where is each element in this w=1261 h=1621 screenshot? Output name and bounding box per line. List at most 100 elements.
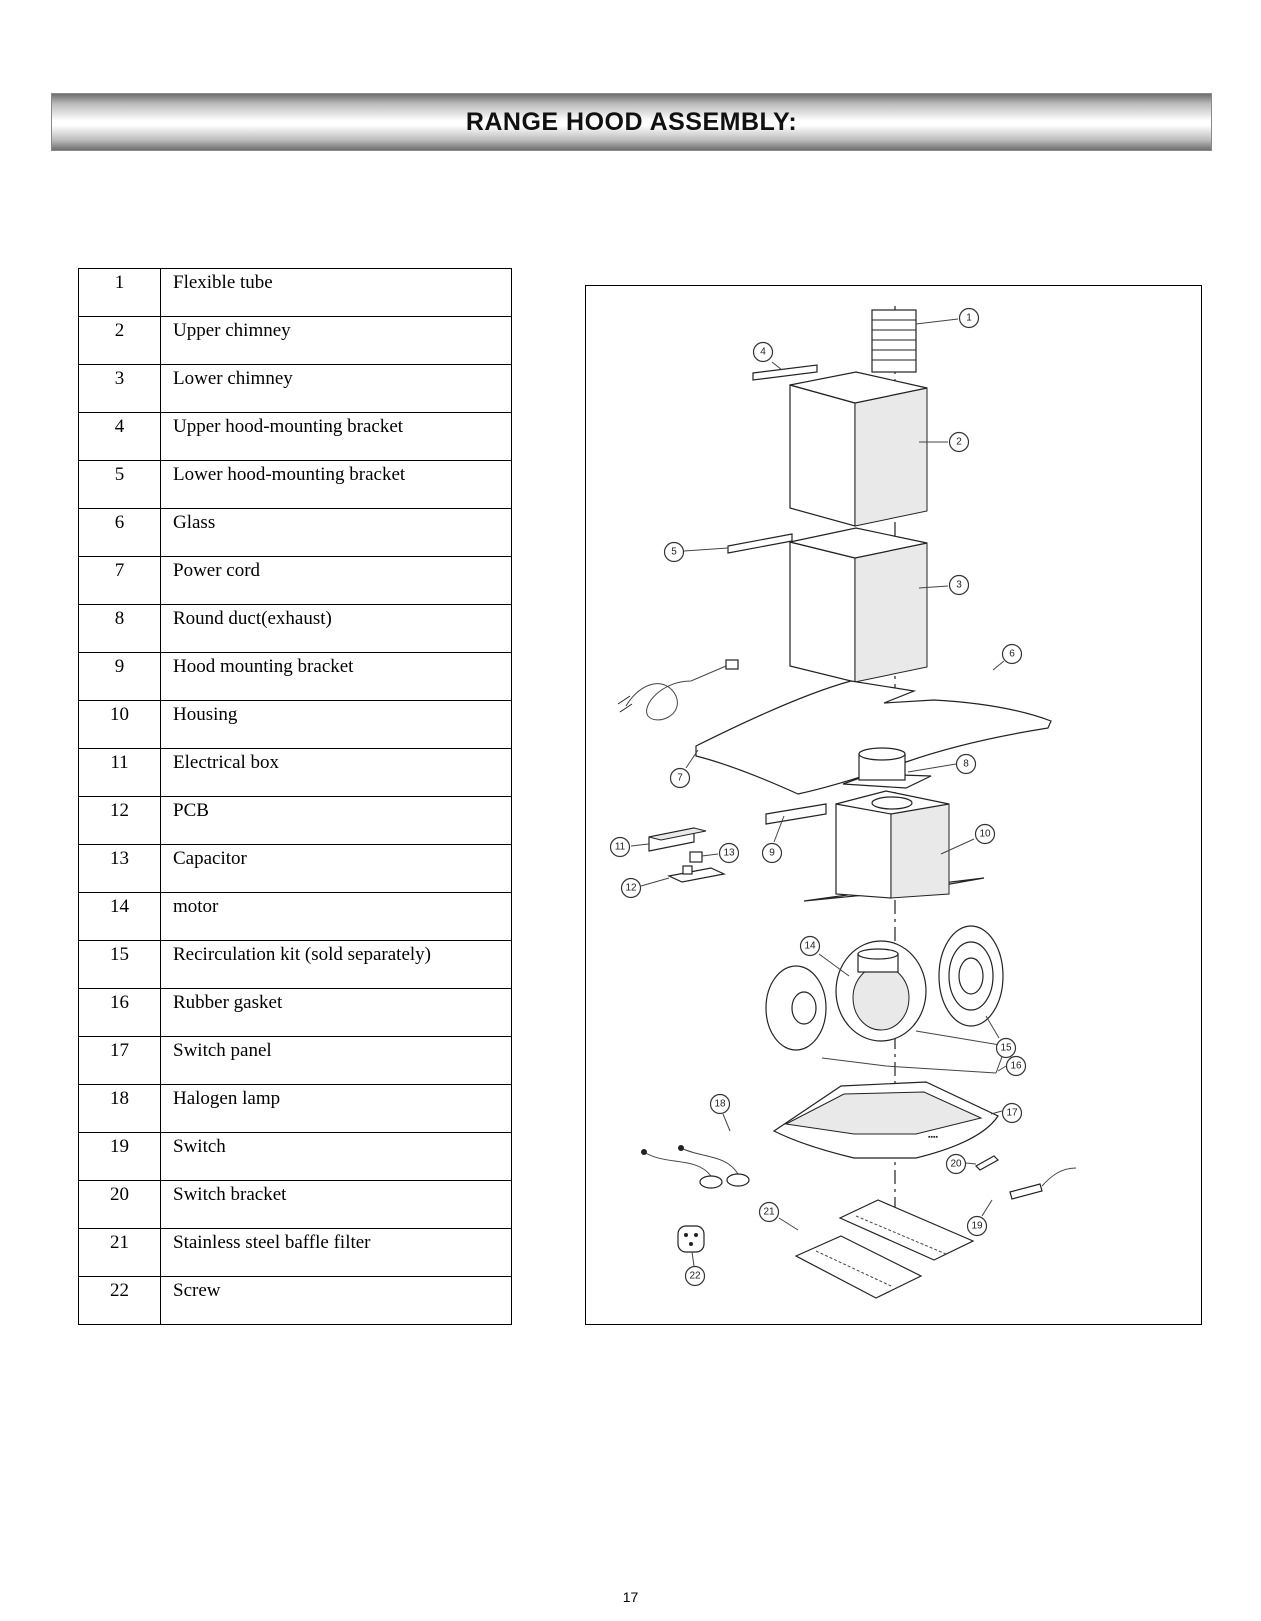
part-name: Glass	[160, 508, 512, 557]
part-number: 1	[78, 268, 161, 317]
part-number: 15	[78, 940, 161, 989]
pcb-drawing	[667, 865, 726, 883]
part-name: Round duct(exhaust)	[160, 604, 512, 653]
part-number: 17	[78, 1036, 161, 1085]
callout-label: 8	[963, 759, 969, 770]
halogen-lamp-drawing	[641, 1145, 750, 1189]
upper-chimney-drawing	[789, 371, 928, 527]
callout-8: 8	[955, 753, 977, 775]
part-name: PCB	[160, 796, 512, 845]
part-name: Flexible tube	[160, 268, 512, 317]
callout-19: 19	[966, 1215, 988, 1237]
part-name: Stainless steel baffle filter	[160, 1228, 512, 1277]
part-name: Electrical box	[160, 748, 512, 797]
callout-label: 20	[950, 1159, 962, 1170]
callout-label: 19	[971, 1221, 983, 1232]
callout-4: 4	[752, 341, 774, 363]
screw-drawing	[677, 1225, 705, 1253]
part-number: 11	[78, 748, 161, 797]
flexible-tube-drawing	[871, 309, 917, 373]
callout-15: 15	[995, 1037, 1017, 1059]
exploded-diagram-svg: ▪▪▪▪	[609, 306, 1077, 1299]
callout-20: 20	[945, 1153, 967, 1175]
part-number: 12	[78, 796, 161, 845]
part-name: Capacitor	[160, 844, 512, 893]
callout-label: 22	[689, 1271, 701, 1282]
part-name: Hood mounting bracket	[160, 652, 512, 701]
callout-6: 6	[1001, 643, 1023, 665]
housing-drawing	[803, 790, 985, 902]
part-number: 22	[78, 1276, 161, 1325]
callout-label: 14	[804, 941, 816, 952]
power-cord-drawing	[617, 659, 739, 721]
callout-label: 9	[769, 848, 775, 859]
part-number: 9	[78, 652, 161, 701]
part-number: 21	[78, 1228, 161, 1277]
part-name: motor	[160, 892, 512, 941]
callout-label: 10	[979, 829, 991, 840]
baffle-filter-drawing	[794, 1199, 975, 1299]
callout-label: 11	[615, 842, 626, 853]
callout-2: 2	[948, 431, 970, 453]
exploded-assembly-diagram: ▪▪▪▪	[585, 285, 1202, 1325]
lower-bracket-drawing	[727, 533, 793, 554]
upper-bracket-drawing	[752, 364, 818, 381]
callout-label: 7	[677, 773, 683, 784]
glass-canopy-drawing	[695, 680, 1052, 795]
part-number: 18	[78, 1084, 161, 1133]
part-name: Rubber gasket	[160, 988, 512, 1037]
callout-21: 21	[758, 1201, 780, 1223]
part-name: Lower hood-mounting bracket	[160, 460, 512, 509]
callout-3: 3	[948, 574, 970, 596]
switch-bracket-drawing	[975, 1155, 999, 1171]
switch-panel-drawing: ▪▪▪▪	[772, 1081, 999, 1159]
part-number: 20	[78, 1180, 161, 1229]
callout-label: 15	[1000, 1043, 1012, 1054]
switch-drawing	[1009, 1167, 1077, 1200]
motor-drawing	[765, 940, 927, 1051]
recirculation-kit-drawing	[938, 925, 1004, 1027]
part-name: Upper chimney	[160, 316, 512, 365]
callout-12: 12	[620, 877, 642, 899]
callout-17: 17	[1001, 1102, 1023, 1124]
capacitor-drawing	[689, 851, 703, 863]
part-number: 7	[78, 556, 161, 605]
callouts: 1 2 3 4 5 6 7 8 9 10 11 12 13 14 15 16 1…	[609, 307, 1027, 1287]
callout-label: 4	[760, 347, 766, 358]
part-name: Switch bracket	[160, 1180, 512, 1229]
callout-label: 12	[625, 883, 637, 894]
part-name: Switch	[160, 1132, 512, 1181]
lower-chimney-drawing	[789, 527, 928, 683]
callout-13: 13	[718, 842, 740, 864]
part-name: Lower chimney	[160, 364, 512, 413]
part-number: 5	[78, 460, 161, 509]
part-number: 8	[78, 604, 161, 653]
callout-7: 7	[669, 767, 691, 789]
page-title: RANGE HOOD ASSEMBLY:	[465, 107, 798, 136]
part-name: Upper hood-mounting bracket	[160, 412, 512, 461]
callout-leader-lines	[630, 318, 1007, 1267]
part-name: Housing	[160, 700, 512, 749]
part-number: 6	[78, 508, 161, 557]
callout-1: 1	[958, 307, 980, 329]
page-number: 17	[622, 1589, 639, 1605]
part-name: Recirculation kit (sold separately)	[160, 940, 512, 989]
